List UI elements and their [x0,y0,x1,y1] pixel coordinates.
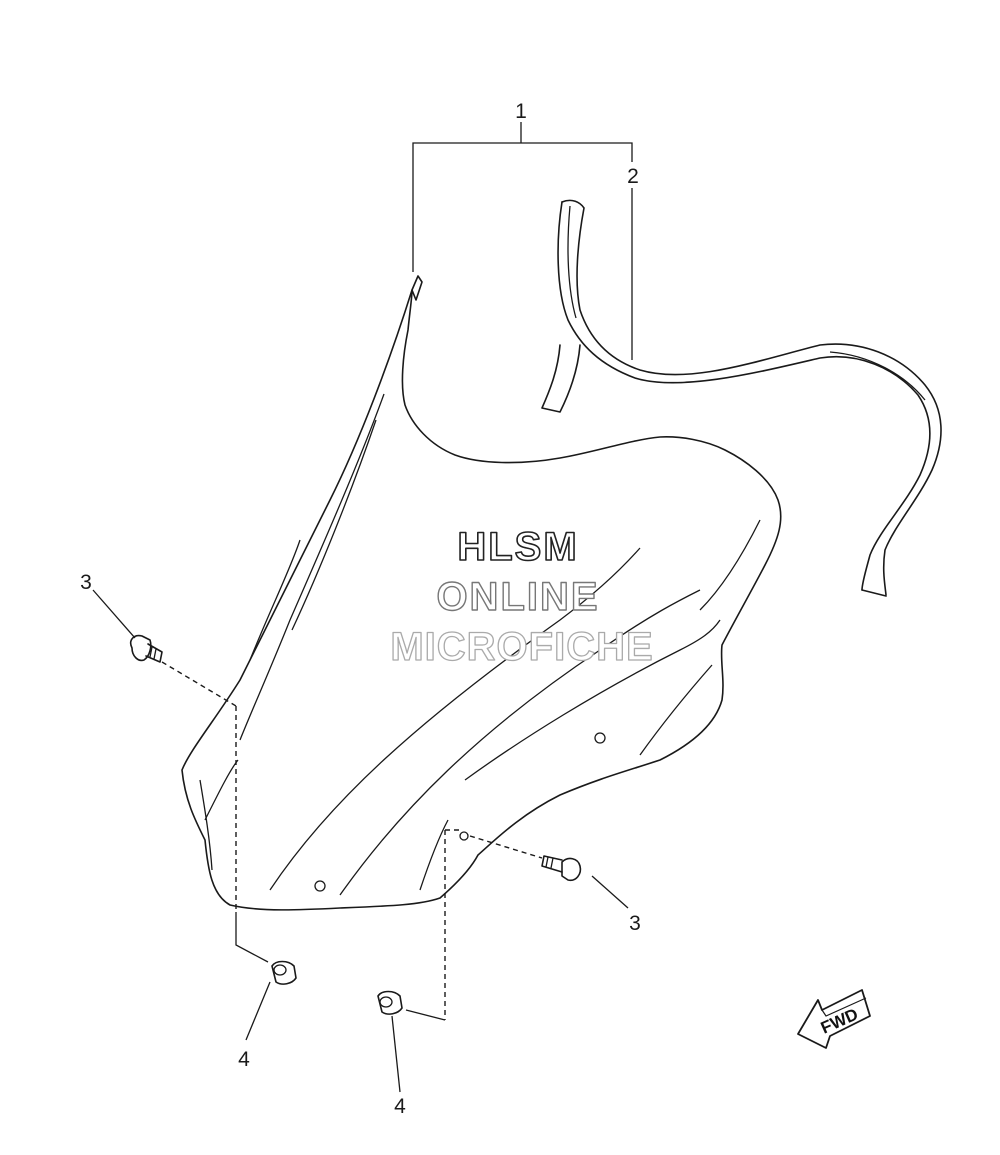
leader-lines [92,122,633,1093]
screw-right [541,855,582,882]
callout-3-right: 3 [629,912,641,935]
callout-4-left: 4 [238,1048,250,1071]
screw-left [129,634,163,663]
watermark-line-3: MICROFICHE [390,625,653,669]
nut-left [271,960,297,985]
watermark-line-2: ONLINE [436,575,599,619]
watermark: HLSM ONLINE MICROFICHE [390,524,654,669]
seal-strip [541,199,942,597]
watermark-line-1: HLSM [457,525,578,569]
callout-2: 2 [627,165,639,188]
nut-right [377,990,403,1015]
callout-4-right: 4 [394,1095,406,1118]
fwd-arrow-icon: FWD [797,989,871,1049]
callout-3-left: 3 [80,571,92,594]
windshield [181,275,782,911]
callout-1: 1 [515,100,527,123]
